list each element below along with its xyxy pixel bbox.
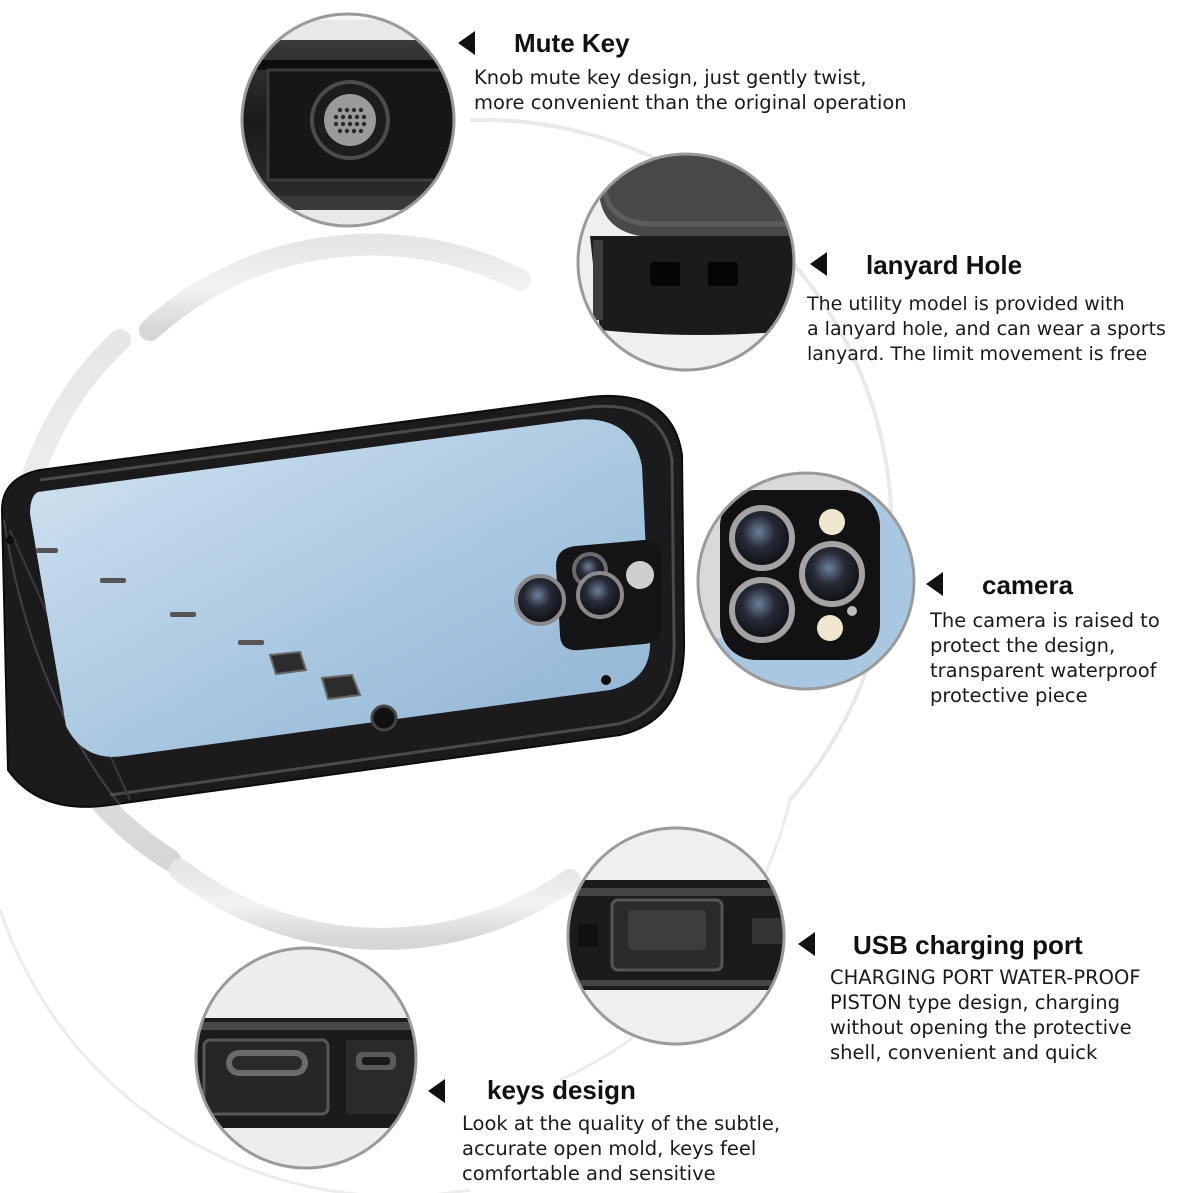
phone-side-buttons [6, 536, 611, 732]
feature-description: Knob mute key design, just gently twist,… [474, 66, 907, 114]
feature-title: lanyard Hole [866, 250, 1023, 280]
feature-title: USB charging port [853, 930, 1083, 960]
detail-circle-camera [696, 471, 916, 691]
phone-camera-island [514, 540, 662, 651]
detail-circle-lanyard-hole [576, 152, 796, 372]
feature-description: CHARGING PORT WATER-PROOF PISTON type de… [830, 966, 1141, 1064]
triangle-left-icon [428, 1079, 445, 1103]
feature-title: camera [982, 570, 1074, 600]
feature-lanyard-hole: lanyard Hole The utility model is provid… [807, 250, 1178, 380]
detail-circle-keys-design [194, 946, 418, 1170]
triangle-left-icon [926, 572, 943, 596]
feature-description: The camera is raised to protect the desi… [930, 609, 1160, 707]
triangle-left-icon [458, 31, 475, 55]
feature-mute-key: Mute Key Knob mute key design, just gent… [458, 28, 928, 128]
phone-case [0, 395, 686, 808]
triangle-left-icon [810, 252, 827, 276]
detail-circle-mute-key [240, 12, 456, 228]
feature-usb-port: USB charging port CHARGING PORT WATER-PR… [798, 930, 1176, 1070]
feature-title: Mute Key [514, 28, 630, 58]
feature-description: The utility model is provided with a lan… [807, 293, 1166, 365]
feature-description: Look at the quality of the subtle, accur… [462, 1112, 781, 1185]
detail-circle-usb-port [566, 826, 786, 1046]
feature-keys-design: keys design Look at the quality of the s… [428, 1075, 848, 1193]
feature-title: keys design [487, 1075, 636, 1105]
phone-screen [30, 419, 651, 757]
triangle-left-icon [798, 932, 815, 956]
feature-camera: camera The camera is raised to protect t… [926, 570, 1176, 720]
